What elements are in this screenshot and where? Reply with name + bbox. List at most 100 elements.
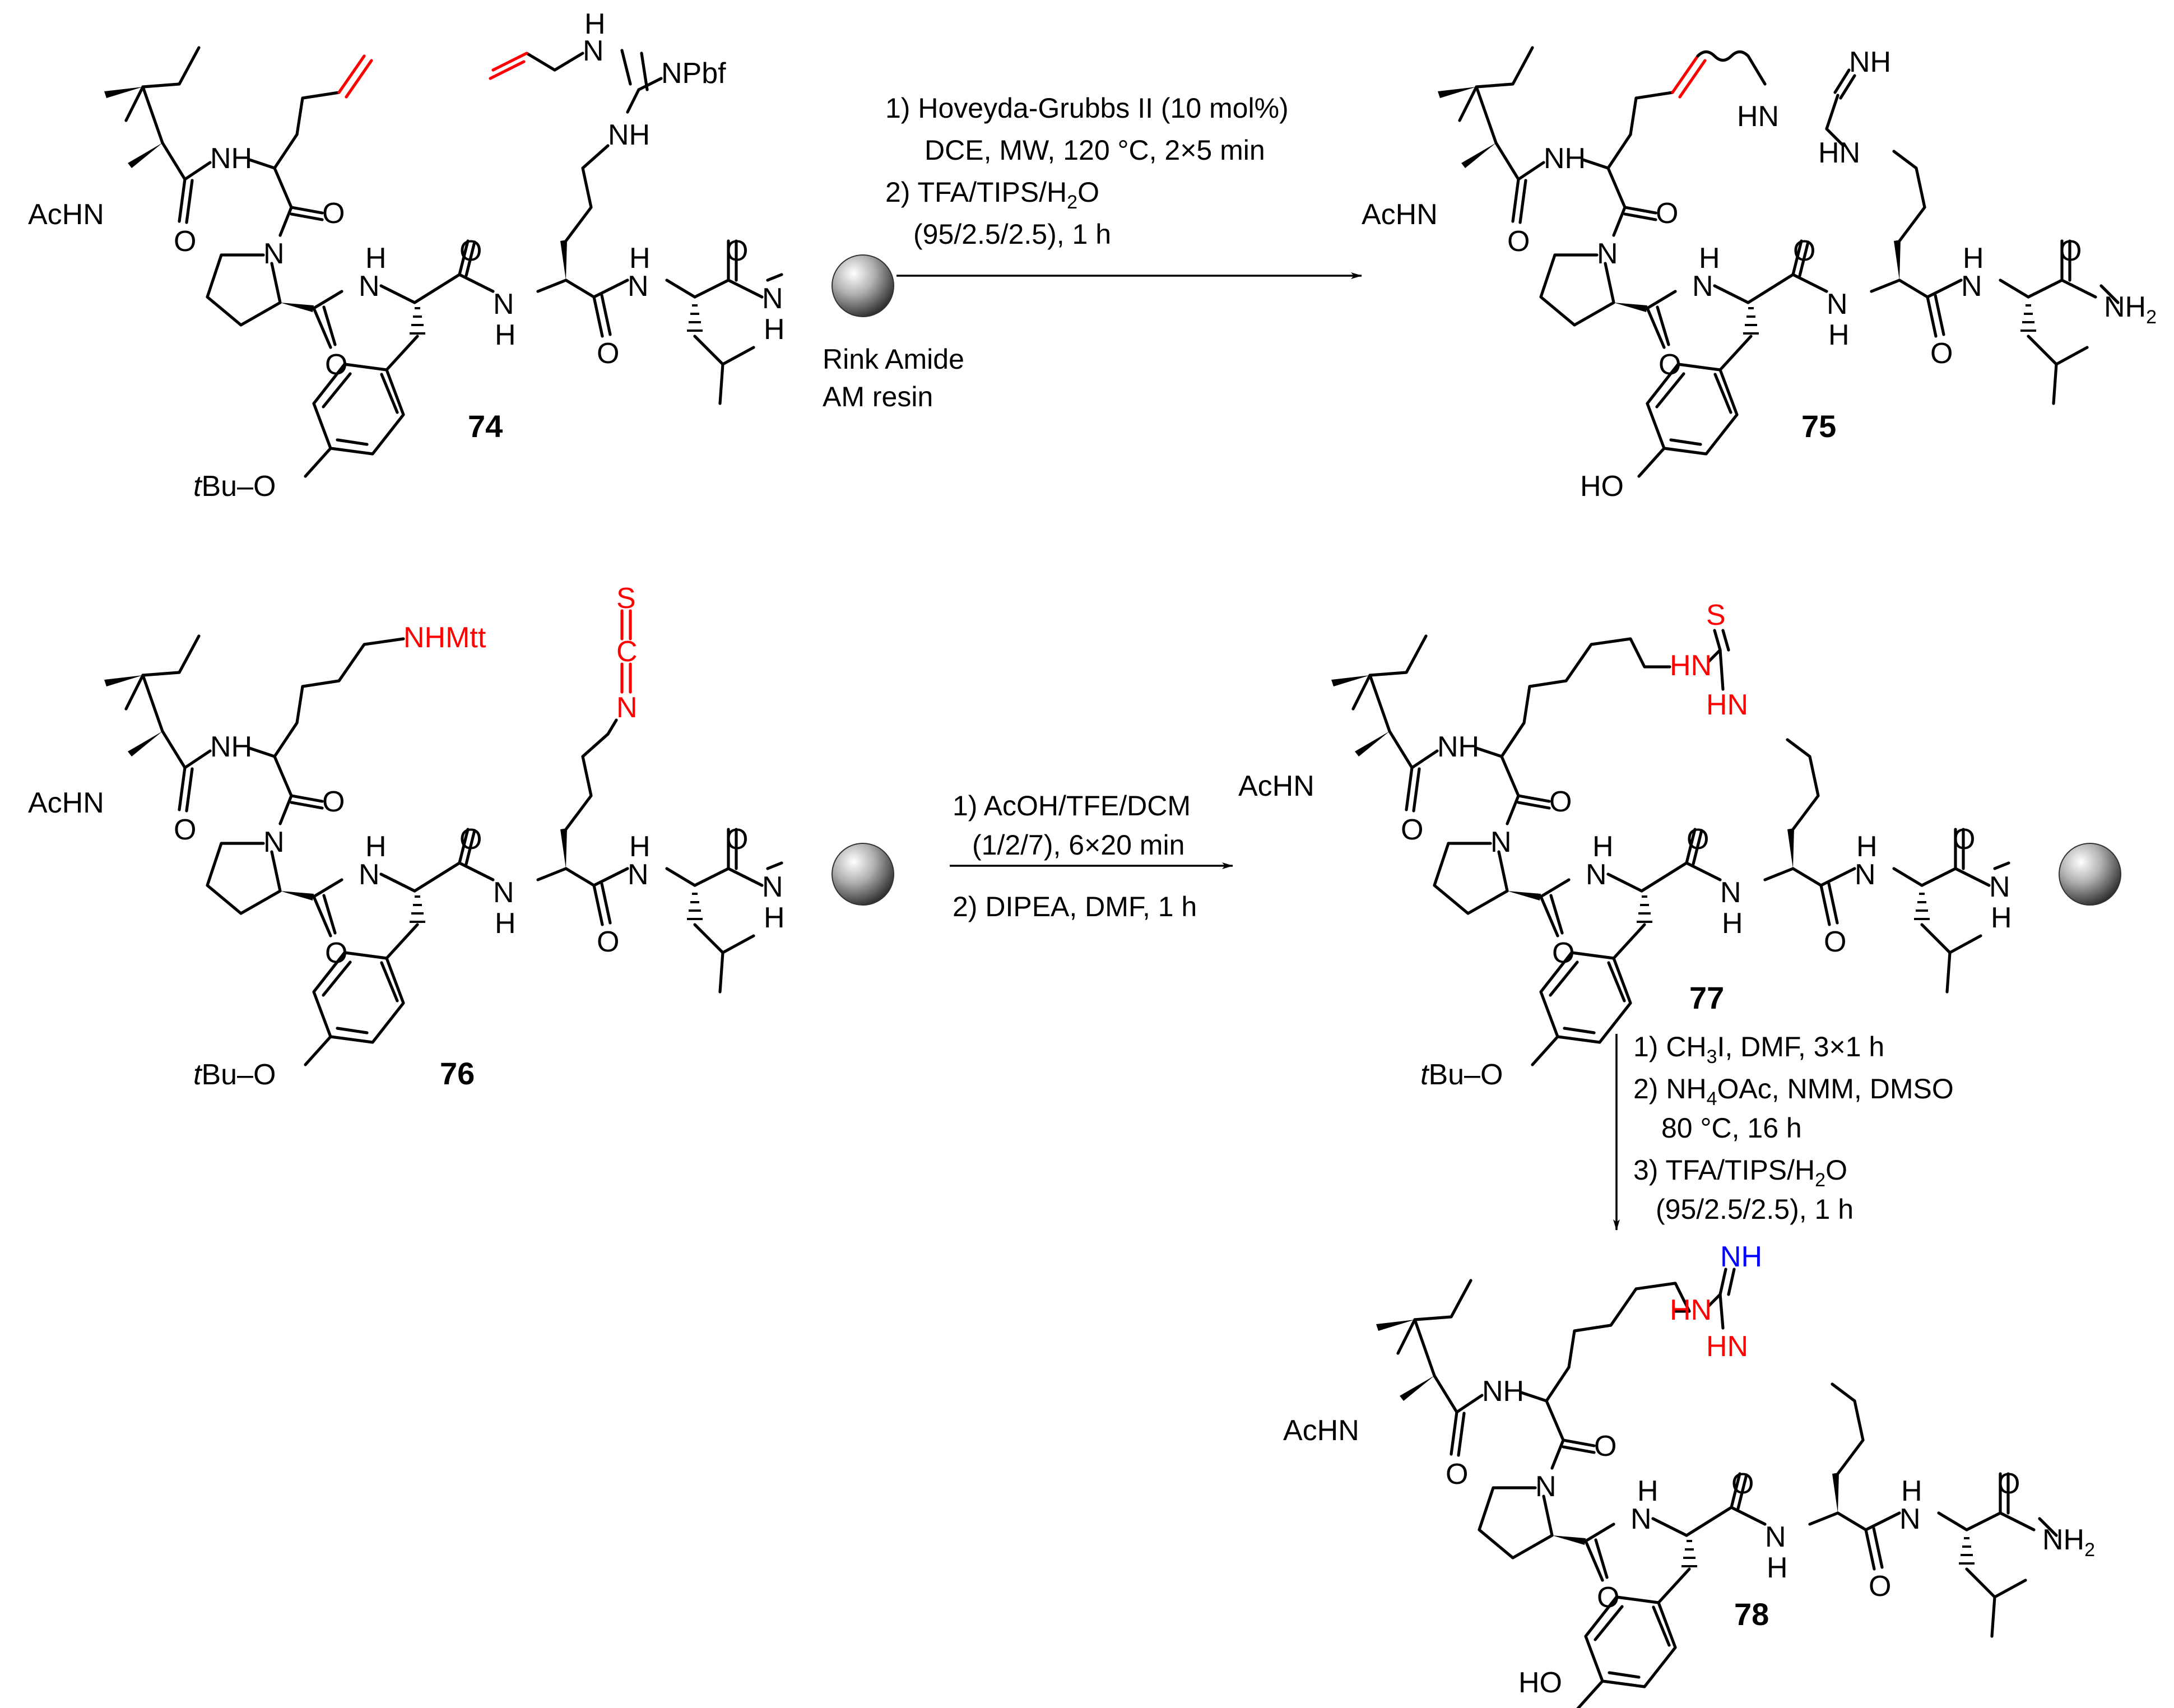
nitrogen-label: N xyxy=(1961,270,1982,303)
compound-78-label: 78 xyxy=(1734,1596,1769,1632)
oxygen-label: O xyxy=(1507,225,1530,258)
nh-label: NH xyxy=(210,142,252,175)
oxygen-label: O xyxy=(1687,823,1709,856)
hn-label: HN xyxy=(1670,1294,1712,1326)
oxygen-label: O xyxy=(1552,937,1574,969)
hydrogen-label: H xyxy=(584,8,606,40)
compound-76-label: 76 xyxy=(440,1056,475,1091)
condition-text: 2) TFA/TIPS/H2O xyxy=(885,177,1099,213)
compound-76: AcHN NH O O N O N H O N H O N H O N H NH… xyxy=(28,582,894,1091)
hydrogen-label: H xyxy=(495,907,516,940)
oxygen-label: O xyxy=(322,786,345,818)
hydrogen-label: H xyxy=(764,902,785,934)
nh-label: NH xyxy=(210,731,252,763)
hydrogen-label: H xyxy=(764,313,785,346)
oxygen-label: O xyxy=(1953,823,1975,856)
nitrogen-label: N xyxy=(1597,238,1618,270)
nitrogen-label: N xyxy=(1899,1503,1921,1535)
cond-part: 1) CH xyxy=(1633,1031,1707,1062)
compound-74-label: 74 xyxy=(468,409,503,444)
nitrogen-label: N xyxy=(493,876,514,909)
oxygen-label: O xyxy=(325,349,347,381)
oxygen-label: O xyxy=(1594,1430,1616,1463)
oxygen-label: O xyxy=(174,225,196,258)
hn-label: HN xyxy=(1706,689,1748,721)
tbu-rest: Bu–O xyxy=(201,470,276,503)
nitrogen-label: N xyxy=(1490,826,1512,858)
hydrogen-label: H xyxy=(365,830,387,863)
compound-77: AcHN NH O O N O N H O N H O N H O N H HN… xyxy=(1238,599,2121,1091)
hydrogen-label: H xyxy=(365,242,387,275)
nh2-main: NH xyxy=(2042,1524,2084,1556)
hn-label: HN xyxy=(1706,1330,1748,1363)
hydrogen-label: H xyxy=(1767,1552,1788,1584)
oxygen-label: O xyxy=(322,197,345,230)
oxygen-label: O xyxy=(459,235,482,267)
nitrogen-label: N xyxy=(1630,1503,1652,1535)
oxygen-label: O xyxy=(1869,1570,1891,1603)
sulfur-label: S xyxy=(1706,599,1726,632)
condition-text: 1) AcOH/TFE/DCM xyxy=(953,790,1191,821)
compound-75-label: 75 xyxy=(1801,409,1836,444)
compound-74: AcHN NH O O N O N H O N H O N H O N H NH… xyxy=(28,8,894,503)
cond-sub: 2 xyxy=(1815,1169,1825,1191)
cond-sub: 3 xyxy=(1707,1046,1717,1068)
oxygen-label: O xyxy=(1549,786,1572,818)
nh-label: NH xyxy=(608,119,650,151)
nitrogen-label: N xyxy=(1535,1470,1557,1503)
oxygen-label: O xyxy=(2059,235,2082,267)
condition-text: 1) Hoveyda-Grubbs II (10 mol%) xyxy=(885,92,1289,124)
cond-part: O xyxy=(1825,1154,1847,1186)
achn-label: AcHN xyxy=(28,787,104,819)
condition-text: (1/2/7), 6×20 min xyxy=(972,829,1184,861)
tbu-t: t xyxy=(193,470,203,503)
oxygen-label: O xyxy=(726,823,748,856)
condition-text: 1) CH3I, DMF, 3×1 h xyxy=(1633,1031,1884,1068)
oxygen-label: O xyxy=(1659,349,1681,381)
hydrogen-label: H xyxy=(1963,242,1984,275)
reaction-1: 1) Hoveyda-Grubbs II (10 mol%) DCE, MW, … xyxy=(823,92,1362,412)
cond-part: 2) TFA/TIPS/H xyxy=(885,177,1067,208)
cond-part: 2) NH xyxy=(1633,1073,1707,1104)
oxygen-label: O xyxy=(1998,1468,2020,1500)
tbuo-label: tBu–O xyxy=(1420,1059,1503,1091)
hydrogen-label: H xyxy=(1856,830,1878,863)
hydrogen-label: H xyxy=(1592,830,1614,863)
nitrogen-label: N xyxy=(1586,858,1607,891)
oxygen-label: O xyxy=(174,814,196,846)
nitrogen-label: N xyxy=(1827,288,1848,321)
nitrogen-label: N xyxy=(493,288,514,321)
sulfur-label: S xyxy=(616,582,636,615)
tbu-rest: Bu–O xyxy=(1428,1059,1503,1091)
cond-part: O xyxy=(1077,177,1099,208)
oxygen-label: O xyxy=(1446,1458,1468,1491)
nh-label: NH xyxy=(1437,731,1479,763)
compound-77-label: 77 xyxy=(1689,980,1724,1015)
nh-label: NH xyxy=(1720,1241,1762,1273)
tbu-t: t xyxy=(1420,1059,1430,1091)
hydrogen-label: H xyxy=(1828,319,1850,351)
resin-label: AM resin xyxy=(823,381,933,412)
hn-label: HN xyxy=(1670,649,1712,682)
condition-text: (95/2.5/2.5), 1 h xyxy=(1656,1194,1854,1225)
cond-part: OAc, NMM, DMSO xyxy=(1717,1073,1954,1104)
condition-text: 2) NH4OAc, NMM, DMSO xyxy=(1633,1073,1954,1110)
oxygen-label: O xyxy=(726,235,748,267)
nh2-main: NH xyxy=(2104,291,2146,323)
nh2-label: NH2 xyxy=(2104,291,2157,328)
nitrogen-label: N xyxy=(263,826,285,858)
hydrogen-label: H xyxy=(629,242,651,275)
hydrogen-label: H xyxy=(629,830,651,863)
oxygen-label: O xyxy=(1793,235,1815,267)
nitrogen-label: N xyxy=(359,270,380,303)
ho-label: HO xyxy=(1580,470,1624,503)
nitrogen-label: N xyxy=(263,238,285,270)
achn-label: AcHN xyxy=(1238,770,1314,802)
compound-78: AcHN NH O O N O N H O N H O N H O NH2 HN… xyxy=(1283,1241,2095,1708)
achn-label: AcHN xyxy=(28,198,104,231)
nitrogen-label: N xyxy=(628,858,649,891)
cond-part: I, DMF, 3×1 h xyxy=(1717,1031,1885,1062)
nitrogen-label: N xyxy=(616,691,638,724)
nitrogen-label: N xyxy=(1720,876,1741,909)
